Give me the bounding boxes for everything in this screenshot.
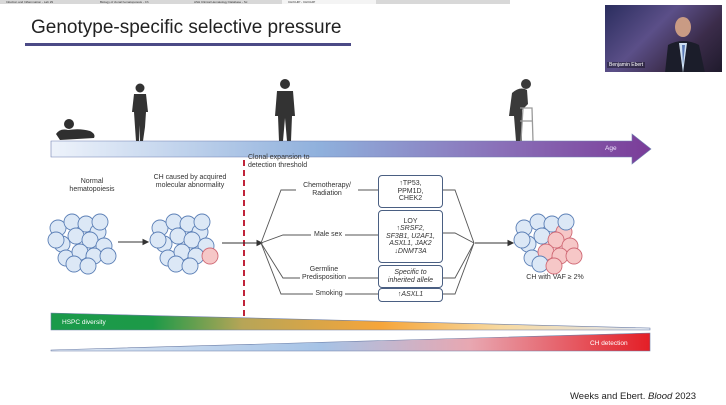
arrow-head <box>142 238 150 246</box>
gene-line: LOY <box>403 217 418 225</box>
slide-title: Genotype-specific selective pressure <box>31 17 342 38</box>
threshold-label: Clonal expansion to detection threshold <box>248 154 310 169</box>
normal-cell <box>91 213 109 231</box>
child-silhouette <box>132 83 148 141</box>
citation-journal: Blood <box>647 391 673 402</box>
arrow-head <box>507 239 515 247</box>
branch-lines-right <box>442 189 475 295</box>
gene-line: ASXL1, JAK2 <box>389 240 432 248</box>
genes-box-chemotherapy: ↑TP53, PPM1D, CHEK2 <box>378 175 443 208</box>
pressure-chemotherapy-label: Chemotherapy/ Radiation <box>296 182 358 198</box>
genes-box-smoking: ↑ASXL1 <box>378 288 443 302</box>
speaker-video[interactable]: Benjamin Ebert <box>605 5 722 72</box>
normal-cell <box>533 227 551 245</box>
normal-cell <box>183 231 201 249</box>
branch-lines-left <box>260 189 378 295</box>
mutant-cell <box>565 247 583 265</box>
speaker-name-label: Benjamin Ebert <box>607 62 646 68</box>
citation: Weeks and Ebert. Blood 2023 <box>570 391 696 402</box>
gene-line: inherited allele <box>387 276 434 284</box>
gene-line: ↑SRSF2, <box>396 225 425 233</box>
browser-tab[interactable]: Infection and Inflammation - Lab 29 <box>6 0 54 4</box>
vaf-ch-cell-cluster <box>513 213 583 275</box>
normal-cell <box>169 227 187 245</box>
normal-cell <box>181 257 199 275</box>
genes-box-male-sex: LOY ↑SRSF2, SF3B1, U2AF1, ASXL1, JAK2 ↓D… <box>378 210 443 263</box>
normal-cell <box>167 255 185 273</box>
ch-acquired-label: CH caused by acquired molecular abnormal… <box>153 174 227 189</box>
normal-cell <box>47 231 65 249</box>
normal-cell <box>165 213 183 231</box>
gene-line: SF3B1, U2AF1, <box>385 232 436 240</box>
pressure-germline-label: Germline Predisposition <box>300 266 348 282</box>
browser-tab[interactable]: Biology of clonal hematopoiesis - Ch <box>100 0 149 4</box>
browser-tab-strip: Infection and Inflammation - Lab 29 Biol… <box>0 0 510 4</box>
mutant-cell <box>545 257 563 275</box>
age-arrow <box>50 133 652 165</box>
infant-silhouette <box>56 119 95 140</box>
genes-box-germline: Specific to inherited allele <box>378 265 443 288</box>
citation-authors: Weeks and Ebert. <box>570 391 646 402</box>
gene-line: CHEK2 <box>398 195 423 203</box>
normal-cell <box>531 255 549 273</box>
arrow-head <box>256 239 264 247</box>
normal-cell <box>81 231 99 249</box>
citation-year: 2023 <box>674 391 697 402</box>
acquired-ch-cell-cluster <box>149 213 219 275</box>
adult-silhouette <box>275 79 295 141</box>
gene-line: ↑TP53, <box>399 180 422 188</box>
ch-detection-bar <box>50 332 651 352</box>
pressure-male-sex-label: Male sex <box>311 231 345 239</box>
normal-cell <box>529 213 547 231</box>
browser-tab[interactable]: ASH Clinical Hematology Database - Sc <box>194 0 248 4</box>
gene-line: Specific to <box>394 269 427 276</box>
hspc-diversity-bar <box>50 312 651 331</box>
age-label: Age <box>605 145 617 152</box>
normal-cell <box>63 213 81 231</box>
speaker-silhouette <box>665 17 705 72</box>
normal-cell <box>193 213 211 231</box>
normal-cell <box>79 257 97 275</box>
normal-cell <box>65 255 83 273</box>
hspc-diversity-label: HSPC diversity <box>62 319 106 326</box>
ch-detection-label: CH detection <box>590 340 628 347</box>
normal-cell-cluster <box>47 213 117 275</box>
normal-hematopoiesis-label: Normal hematopoiesis <box>69 178 115 193</box>
gene-line: PPM1D, <box>397 187 424 195</box>
normal-cell <box>67 227 85 245</box>
gene-line: ↑ASXL1 <box>397 291 424 299</box>
normal-cell <box>149 231 167 249</box>
title-underline <box>25 43 351 46</box>
browser-tab-active[interactable]: CH/CHIP - CH/CHIP <box>282 0 376 4</box>
gene-line: ↓DNMT3A <box>394 247 427 255</box>
normal-cell <box>513 231 531 249</box>
normal-cell <box>99 247 117 265</box>
ch-vaf-label: CH with VAF ≥ 2% <box>526 274 584 281</box>
mutant-cell <box>547 231 565 249</box>
normal-cell <box>557 213 575 231</box>
elderly-walker-silhouette <box>509 79 534 142</box>
mutant-cell <box>201 247 219 265</box>
pressure-smoking-label: Smoking <box>313 290 345 298</box>
